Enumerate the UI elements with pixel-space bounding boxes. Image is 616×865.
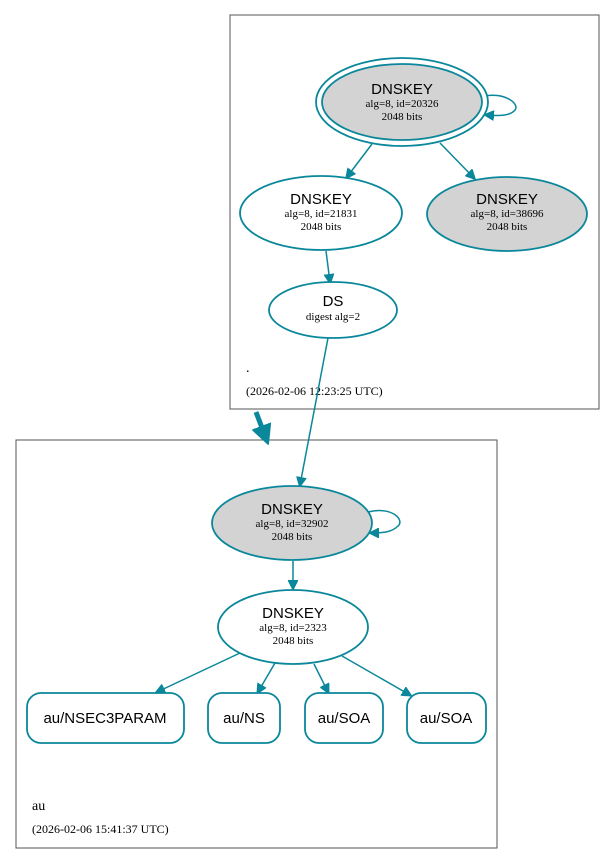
edge-ds-au-ksk (300, 337, 329, 485)
node-root-key3[interactable]: DNSKEY alg=8, id=38696 2048 bits (426, 176, 588, 252)
zone-root-name: . (246, 361, 250, 376)
node-bits: 2048 bits (272, 531, 313, 543)
node-title: DNSKEY (262, 605, 324, 622)
edge-au-zsk-ns (258, 662, 276, 692)
edge-au-ksk-self (367, 509, 401, 533)
edge-au-zsk-soa2 (341, 655, 410, 695)
rrset-ns[interactable]: au/NS (207, 692, 281, 744)
rrset-label: au/NSEC3PARAM (43, 710, 166, 727)
node-au-ksk[interactable]: DNSKEY alg=8, id=32902 2048 bits (211, 485, 373, 561)
rrset-soa-2[interactable]: au/SOA (406, 692, 487, 744)
node-alg-id: alg=8, id=38696 (471, 208, 544, 220)
rrset-label: au/SOA (318, 710, 371, 727)
node-au-zsk[interactable]: DNSKEY alg=8, id=2323 2048 bits (217, 589, 369, 665)
edge-au-zsk-soa1 (313, 663, 328, 692)
zone-au-name: au (32, 799, 45, 814)
rrset-soa-1[interactable]: au/SOA (304, 692, 384, 744)
rrset-nsec3param[interactable]: au/NSEC3PARAM (26, 692, 185, 744)
edge-delegation (256, 411, 267, 441)
zone-au-timestamp: (2026-02-06 15:41:37 UTC) (32, 822, 169, 836)
node-bits: 2048 bits (487, 221, 528, 233)
edge-root-ksk-key3 (439, 142, 474, 178)
node-title: DNSKEY (371, 81, 433, 98)
node-alg-id: alg=8, id=2323 (259, 622, 327, 634)
zone-root-timestamp: (2026-02-06 12:23:25 UTC) (246, 384, 383, 398)
node-alg-id: alg=8, id=21831 (285, 208, 358, 220)
edge-root-zsk-ds (326, 250, 330, 282)
node-root-zsk[interactable]: DNSKEY alg=8, id=21831 2048 bits (239, 175, 403, 251)
node-bits: 2048 bits (301, 221, 342, 233)
node-root-ksk[interactable]: DNSKEY alg=8, id=20326 2048 bits (315, 57, 489, 147)
edge-root-ksk-zsk (347, 143, 373, 177)
node-bits: 2048 bits (382, 111, 423, 123)
rrset-label: au/NS (223, 710, 265, 727)
node-title: DS (323, 293, 344, 310)
edge-au-zsk-nsec3param (157, 652, 241, 692)
node-title: DNSKEY (290, 191, 352, 208)
rrset-label: au/SOA (420, 710, 473, 727)
node-root-ds[interactable]: DS digest alg=2 (268, 281, 398, 339)
edge-root-ksk-self (484, 94, 517, 115)
node-alg-id: alg=8, id=32902 (256, 518, 329, 530)
node-digest-alg: digest alg=2 (306, 311, 360, 323)
node-alg-id: alg=8, id=20326 (366, 98, 439, 110)
node-title: DNSKEY (476, 191, 538, 208)
node-title: DNSKEY (261, 501, 323, 518)
node-bits: 2048 bits (273, 635, 314, 647)
